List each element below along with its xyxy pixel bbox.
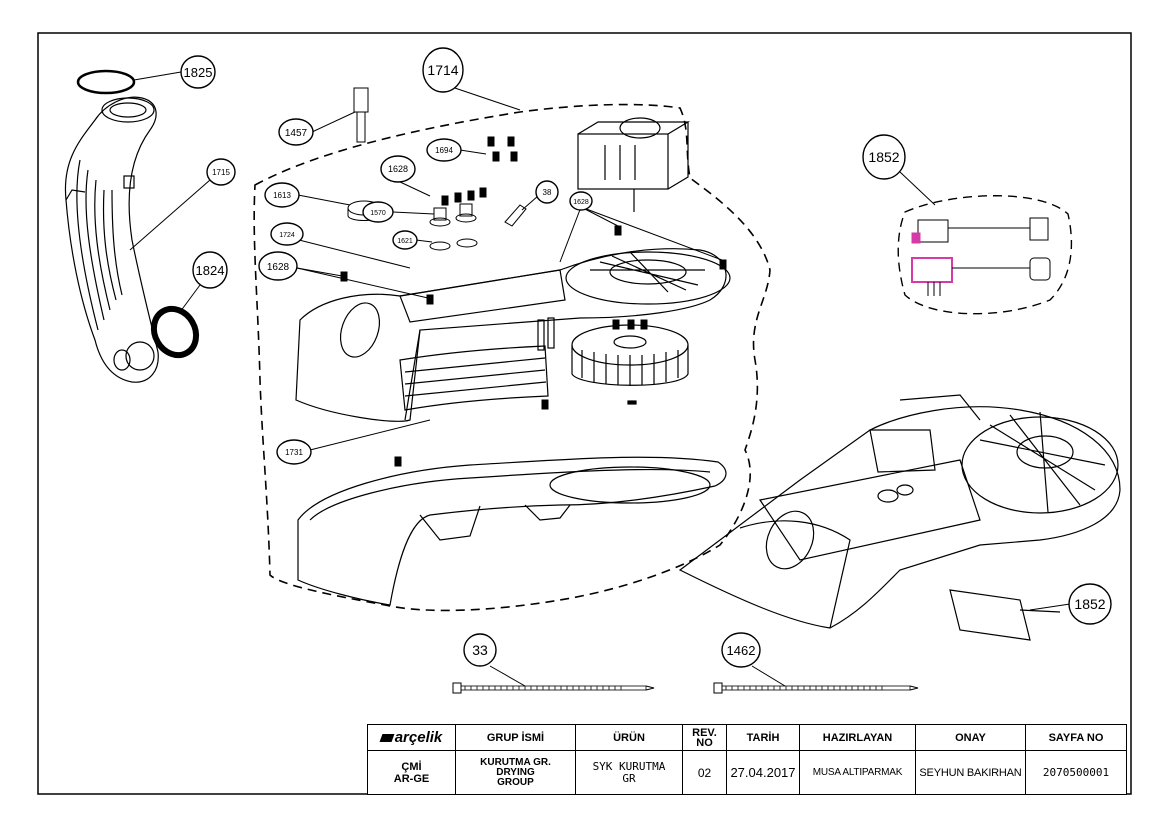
product-line1: SYK KURUTMA	[592, 759, 666, 773]
header-rev-line2: NO	[696, 736, 713, 749]
callout-1724	[270, 222, 304, 246]
lower-duct-housing	[297, 456, 727, 606]
org-cell: ÇMİ AR-GE	[367, 750, 456, 795]
callout-1824	[192, 251, 228, 289]
callout-text-1852a: 1852	[868, 149, 899, 165]
callout-1628a	[380, 155, 416, 183]
callout-text-1628a: 1628	[388, 164, 408, 174]
connector-pin-part	[353, 87, 369, 143]
thermostat-parts	[429, 203, 478, 251]
assembled-drying-group	[678, 394, 1121, 641]
cable-tie-1462	[713, 682, 919, 694]
header-date: TARİH	[726, 724, 800, 751]
header-product: ÜRÜN	[575, 724, 683, 751]
seal-ring-part	[76, 69, 136, 95]
callout-text-1457: 1457	[285, 128, 308, 139]
rev-value: 02	[682, 750, 727, 795]
callout-text-1852b: 1852	[1074, 596, 1105, 612]
callout-text-1694: 1694	[435, 146, 453, 155]
product-cell: SYK KURUTMA GR	[575, 750, 683, 795]
callout-text-1825: 1825	[184, 65, 213, 80]
callout-text-33: 33	[472, 642, 488, 658]
screws-1694	[487, 136, 518, 162]
header-group-name: GRUP İSMİ	[455, 724, 576, 751]
callout-38	[535, 180, 559, 204]
gasket-part	[150, 305, 200, 359]
callout-text-1824: 1824	[196, 263, 225, 278]
cable-tie-33	[452, 682, 655, 694]
callout-1825	[180, 55, 216, 89]
air-duct-part	[64, 96, 159, 383]
prepared-by-value: MUSA ALTIPARMAK	[799, 750, 916, 795]
group-line1: KURUTMA GR.	[480, 756, 551, 768]
callout-text-1724: 1724	[279, 232, 295, 239]
leader-lines	[129, 71, 1071, 687]
upper-duct-cover	[295, 248, 731, 422]
callout-33	[463, 633, 497, 667]
callout-text-1613: 1613	[273, 191, 291, 200]
date-value: 27.04.2017	[726, 750, 800, 795]
page-no-value: 2070500001	[1025, 750, 1127, 795]
callout-1613	[264, 182, 300, 208]
callout-1852b	[1068, 583, 1112, 625]
group-line3: GROUP	[497, 776, 534, 788]
org-line2: AR-GE	[393, 772, 430, 785]
callout-text-38: 38	[543, 188, 552, 197]
callout-1570	[362, 201, 394, 223]
callout-1852a	[862, 134, 906, 180]
callout-text-1714: 1714	[427, 62, 458, 78]
callout-labels: 1825 1714 1715 1824 1457 1694 1628 1613 …	[184, 62, 1106, 658]
callout-1715	[206, 158, 236, 186]
impeller-part	[571, 324, 689, 405]
callout-text-1731: 1731	[285, 448, 303, 457]
callout-text-1715: 1715	[212, 168, 230, 177]
callout-1694	[426, 138, 462, 162]
header-approval: ONAY	[915, 724, 1026, 751]
assembly-group-boundary	[253, 103, 771, 612]
approval-value: SEYHUN BAKIRHAN	[915, 750, 1026, 795]
callout-text-1621: 1621	[397, 238, 413, 245]
header-page-no: SAYFA NO	[1025, 724, 1127, 751]
header-rev: REV. NO	[682, 724, 727, 751]
callout-1621	[392, 230, 418, 250]
callout-1628b	[569, 191, 593, 211]
heater-element-part	[399, 317, 555, 411]
clip-part	[504, 204, 527, 227]
callout-1714	[422, 47, 464, 93]
callout-text-1570: 1570	[370, 210, 386, 217]
title-block: arçelik GRUP İSMİ ÜRÜN REV. NO TARİH HAZ…	[367, 724, 1127, 795]
callout-1628c	[258, 251, 298, 281]
callout-bubbles	[180, 47, 1112, 668]
callout-1731	[276, 439, 312, 465]
screws-1628	[340, 187, 727, 467]
header-logo-cell: arçelik	[367, 724, 456, 751]
group-line2: DRYING	[496, 766, 535, 778]
callout-1462	[721, 632, 761, 668]
product-line2: GR	[622, 771, 636, 785]
wiring-harness-part	[911, 217, 1051, 296]
org-line1: ÇMİ	[401, 760, 422, 773]
callout-1457	[278, 118, 314, 146]
callout-text-1628b: 1628	[573, 199, 589, 206]
callout-text-1462: 1462	[727, 643, 756, 658]
fan-motor-part	[577, 117, 691, 212]
group-name-cell: KURUTMA GR. DRYING GROUP	[455, 750, 576, 795]
brand-logo: arçelik	[394, 729, 443, 746]
callout-text-1628c: 1628	[267, 262, 290, 273]
harness-inset-boundary	[897, 195, 1073, 315]
header-rev-line1: REV.	[692, 726, 717, 739]
brand-logo-icon	[379, 734, 395, 742]
header-prepared-by: HAZIRLAYAN	[799, 724, 916, 751]
drawing-border	[37, 32, 1132, 795]
